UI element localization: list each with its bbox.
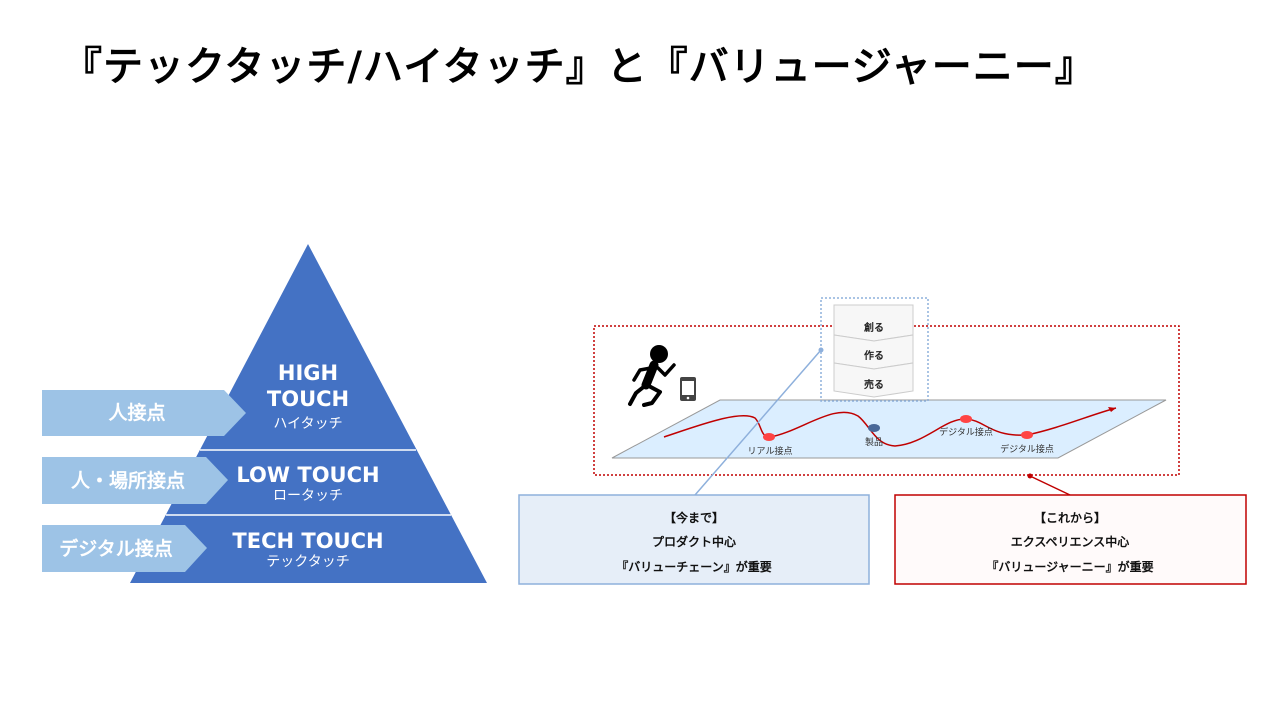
callout-line: プロダクト中心 xyxy=(652,534,736,549)
connector-dot xyxy=(818,347,824,353)
touchpoint-label: デジタル接点 xyxy=(939,426,993,438)
journey-arrowhead xyxy=(1108,407,1116,412)
smartphone-icon xyxy=(680,377,696,401)
callout-heading: 【今まで】 xyxy=(664,510,724,525)
low-touch-sub: ロータッチ xyxy=(273,488,343,504)
connector-future xyxy=(1029,475,1071,496)
touchpoint-label: デジタル接点 xyxy=(1000,443,1054,455)
touchpoint-dot xyxy=(960,415,972,423)
touchpoint-label: リアル接点 xyxy=(748,445,793,457)
runner-icon xyxy=(628,345,676,407)
chain-label: 作る xyxy=(864,349,884,362)
arrow-label: 人・場所接点 xyxy=(71,470,185,492)
high-touch-line2: TOUCH xyxy=(267,387,349,411)
touchpoint-dot xyxy=(763,433,775,441)
high-touch-line1: HIGH xyxy=(278,361,338,385)
arrow-label: 人接点 xyxy=(108,402,165,424)
low-touch-label: LOW TOUCH xyxy=(236,463,379,487)
chain-label: 創る xyxy=(863,321,884,334)
callout-line: 『バリューチェーン』が重要 xyxy=(616,559,771,574)
callout-line: エクスペリエンス中心 xyxy=(1011,534,1130,549)
callout-past: 【今まで】 プロダクト中心 『バリューチェーン』が重要 xyxy=(518,494,870,585)
product-dot xyxy=(868,424,880,432)
tech-touch-label: TECH TOUCH xyxy=(232,529,383,553)
connector-past xyxy=(694,349,822,496)
callout-future: 【これから】 エクスペリエンス中心 『バリュージャーニー』が重要 xyxy=(894,494,1247,585)
arrow-digital-contact xyxy=(42,525,207,572)
slide-title: 『テックタッチ/ハイタッチ』と『バリュージャーニー』 xyxy=(62,44,1096,90)
tech-touch-sub: テックタッチ xyxy=(266,554,349,570)
high-touch-sub: ハイタッチ xyxy=(273,416,342,432)
value-chain: 創る 作る 売る xyxy=(833,304,914,398)
journey-plane xyxy=(611,399,1167,459)
pyramid-shape xyxy=(130,244,487,583)
arrow-person-contact xyxy=(42,390,246,436)
chain-step-sell xyxy=(833,362,914,398)
connector-dot xyxy=(1027,473,1033,479)
callout-line: 『バリュージャーニー』が重要 xyxy=(986,559,1153,574)
callout-heading: 【これから】 xyxy=(1034,510,1106,525)
arrow-label: デジタル接点 xyxy=(59,537,173,560)
chain-label: 売る xyxy=(864,378,884,391)
touchpoint-label: 製品 xyxy=(865,436,883,448)
contact-arrows: 人接点 人・場所接点 デジタル接点 xyxy=(42,390,246,572)
touch-pyramid: HIGH TOUCH ハイタッチ LOW TOUCH ロータッチ TECH TO… xyxy=(130,244,487,583)
touchpoint-dot xyxy=(1021,431,1033,439)
arrow-place-contact xyxy=(42,457,228,504)
